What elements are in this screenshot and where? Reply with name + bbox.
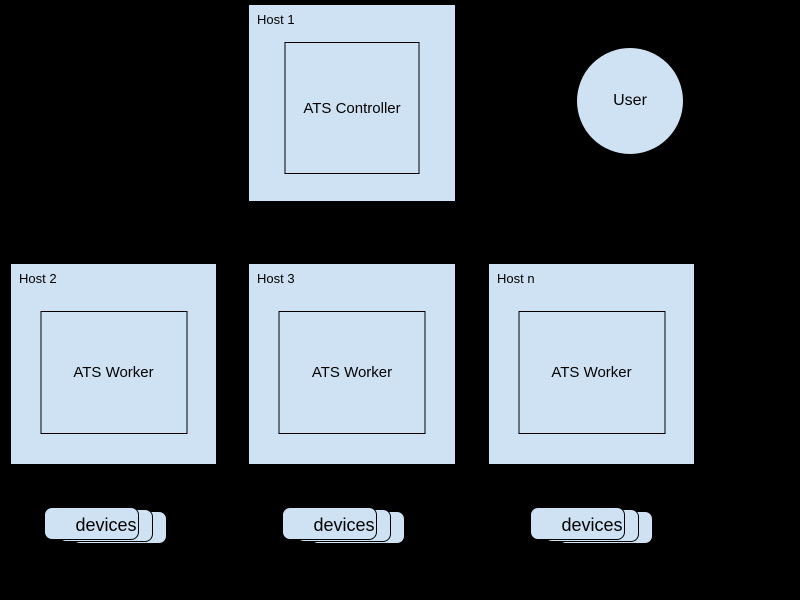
device-card-front [530,507,625,540]
ats-worker-label: ATS Worker [311,364,393,381]
host3-label: Host 3 [257,271,295,286]
device-stack: devices [44,507,168,545]
device-stack: devices [282,507,406,545]
devices-label: devices [561,514,623,535]
devices-label: devices [75,514,137,535]
ats-worker-label: ATS Worker [551,364,632,381]
host1-label: Host 1 [257,12,295,27]
user-label: User [613,92,647,109]
host2-node: Host 2 ATS Worker [10,263,217,465]
host3-node: Host 3 ATS Worker [248,263,456,465]
user-node: User [576,47,684,155]
device-card-front [282,507,377,540]
ats-controller-label: ATS Controller [303,99,401,117]
devices-label: devices [313,514,375,535]
ats-worker-node: ATS Worker [518,311,665,434]
hostn-node: Host n ATS Worker [488,263,695,465]
ats-worker-label: ATS Worker [73,364,154,381]
ats-controller-node: ATS Controller [284,42,420,174]
device-card-front [44,507,139,540]
ats-worker-node: ATS Worker [278,311,426,434]
hostn-label: Host n [497,271,535,286]
ats-worker-node: ATS Worker [40,311,187,434]
device-stack: devices [530,507,654,545]
host1-node: Host 1 ATS Controller [248,4,456,202]
host2-label: Host 2 [19,271,57,286]
